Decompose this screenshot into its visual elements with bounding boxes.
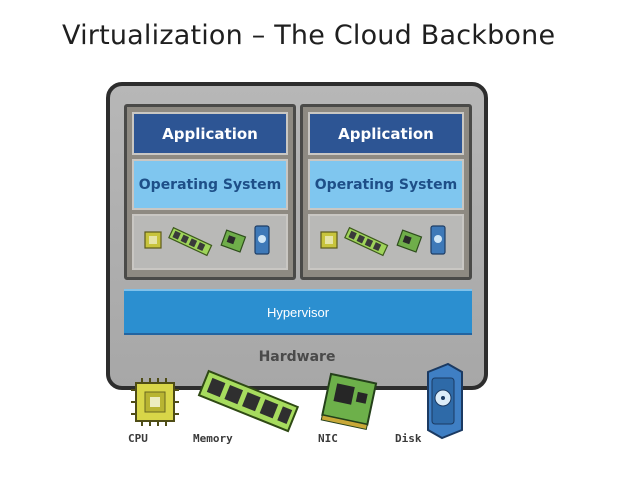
vm1-memory-icon bbox=[168, 226, 213, 257]
device-label-disk: Disk bbox=[395, 432, 422, 445]
vm2-disk-icon bbox=[430, 225, 446, 255]
vm1-application-layer: Application bbox=[132, 112, 288, 155]
vm2-operating-system-layer: Operating System bbox=[308, 159, 464, 210]
vm2-memory-icon bbox=[344, 226, 389, 257]
vm1-virtual-hardware-row bbox=[132, 214, 288, 270]
vm1-nic-icon bbox=[220, 229, 247, 253]
hypervisor-layer: Hypervisor bbox=[124, 289, 472, 335]
hardware-label: Hardware bbox=[258, 349, 336, 365]
device-label-cpu: CPU bbox=[128, 432, 148, 445]
virtual-machine-2: Application Operating System bbox=[300, 104, 472, 280]
vm2-application-layer: Application bbox=[308, 112, 464, 155]
vm2-nic-icon bbox=[396, 229, 423, 253]
vm2-cpu-icon bbox=[320, 231, 338, 249]
device-label-memory: Memory bbox=[193, 432, 233, 445]
hardware-host-box: Application Operating System bbox=[106, 82, 488, 390]
vm2-virtual-hardware-row bbox=[308, 214, 464, 270]
slide-title: Virtualization – The Cloud Backbone bbox=[62, 20, 556, 51]
virtual-machine-1: Application Operating System bbox=[124, 104, 296, 280]
device-label-nic: NIC bbox=[318, 432, 338, 445]
vm1-disk-icon bbox=[254, 225, 270, 255]
vm1-operating-system-layer: Operating System bbox=[132, 159, 288, 210]
vm1-cpu-icon bbox=[144, 231, 162, 249]
